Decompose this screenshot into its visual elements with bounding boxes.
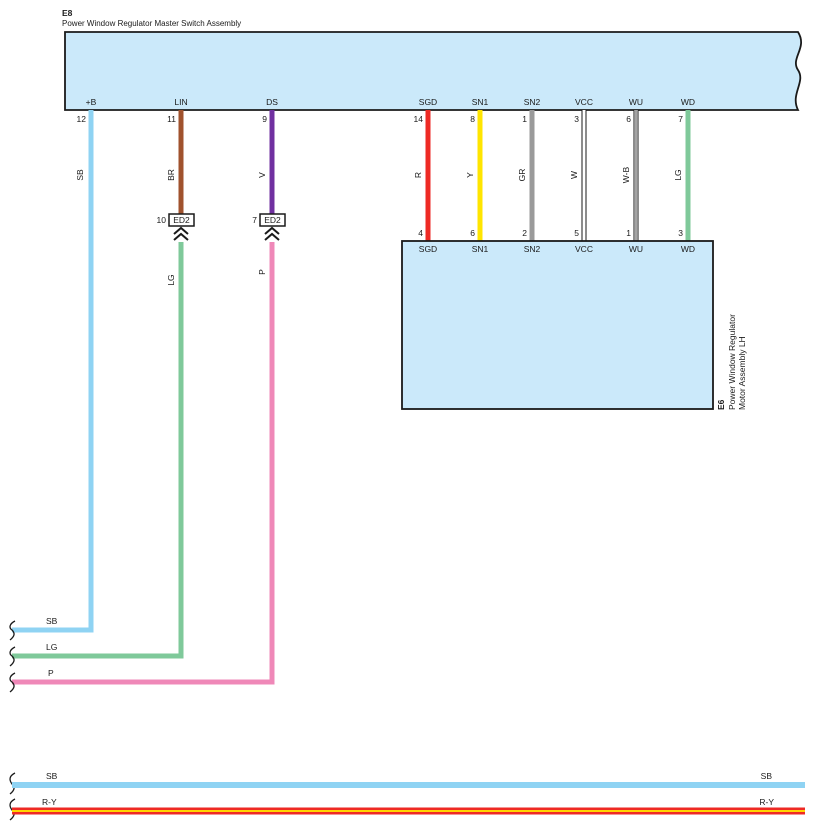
motor-label: E6 Power Window Regulator Motor Assembly…: [716, 314, 747, 410]
bottom-line-code-left: SB: [46, 771, 58, 781]
master-switch-name: Power Window Regulator Master Switch Ass…: [62, 19, 241, 28]
connector-code: ED2: [264, 215, 281, 225]
motor-box: [401, 240, 714, 410]
bottom-line-code-right: SB: [761, 771, 773, 781]
terminal-label: SN1: [472, 97, 489, 107]
wire-code: R: [413, 172, 423, 178]
terminal-label: SGD: [419, 244, 437, 254]
wire-code: W: [569, 171, 579, 179]
wire-code: GR: [517, 169, 527, 182]
wire-sb: [12, 110, 94, 633]
wire-color-codes-upper: SB BR V R Y GR W W-B LG: [75, 166, 683, 183]
pin-number: 2: [522, 228, 527, 238]
motor-name-line1: Power Window Regulator: [727, 314, 737, 410]
bottom-line-code-left: R-Y: [42, 797, 57, 807]
wire-code: V: [257, 172, 267, 178]
terminal-label: SGD: [419, 97, 437, 107]
terminal-label: WD: [681, 244, 695, 254]
pin-number: 1: [626, 228, 631, 238]
connector-code: ED2: [173, 215, 190, 225]
master-switch-terminals: +B LIN DS SGD SN1 SN2 VCC WU WD: [86, 97, 695, 107]
pin-number: 3: [574, 114, 579, 124]
pin-number: 3: [678, 228, 683, 238]
master-switch-code: E8: [62, 8, 73, 18]
terminal-label: SN2: [524, 244, 541, 254]
motor-terminals: SGD SN1 SN2 VCC WU WD: [419, 244, 695, 254]
terminal-label: VCC: [575, 244, 593, 254]
terminal-label: WU: [629, 97, 643, 107]
pin-number: 1: [522, 114, 527, 124]
connector-ed2-left: 10 ED2: [157, 213, 195, 241]
pin-number: 8: [470, 114, 475, 124]
pin-number: 14: [414, 114, 424, 124]
motor-name-line2: Motor Assembly LH: [737, 336, 747, 410]
pin-number: 4: [418, 228, 423, 238]
wire-end-code: SB: [46, 616, 58, 626]
wire-color-codes-lower: LG P: [166, 269, 267, 286]
pin-number: 5: [574, 228, 579, 238]
terminal-label: SN1: [472, 244, 489, 254]
connector-pin: 7: [252, 215, 257, 225]
wire-end-code: LG: [46, 642, 57, 652]
pin-number: 12: [77, 114, 87, 124]
terminal-label: VCC: [575, 97, 593, 107]
wire-code: LG: [673, 169, 683, 180]
connector-ed2-right: 7 ED2: [252, 213, 286, 241]
wire-code: BR: [166, 169, 176, 181]
pin-number: 6: [626, 114, 631, 124]
wire-code: LG: [166, 274, 176, 285]
wire-code: P: [257, 269, 267, 275]
motor-pins: 4 6 2 5 1 3: [418, 228, 683, 238]
terminal-label: LIN: [174, 97, 187, 107]
pin-number: 6: [470, 228, 475, 238]
master-switch-pins: 12 11 9 14 8 1 3 6 7: [77, 114, 684, 124]
wire-p: [12, 242, 275, 685]
terminal-label: WD: [681, 97, 695, 107]
terminal-label: +B: [86, 97, 97, 107]
wire-code: SB: [75, 169, 85, 181]
pin-number: 11: [167, 114, 176, 124]
bottom-line-code-right: R-Y: [759, 797, 774, 807]
terminal-label: DS: [266, 97, 278, 107]
wire-end-code: P: [48, 668, 54, 678]
bottom-line-labels: SB SB R-Y R-Y: [42, 771, 774, 807]
terminal-label: WU: [629, 244, 643, 254]
wire-code: W-B: [621, 166, 631, 183]
wire-end-labels: SB LG P: [46, 616, 58, 678]
wire-lg-lower: [12, 242, 184, 659]
connector-pin: 10: [157, 215, 167, 225]
terminal-label: SN2: [524, 97, 541, 107]
master-switch-box: [64, 31, 802, 111]
motor-code: E6: [716, 399, 726, 410]
pin-number: 9: [262, 114, 267, 124]
wire-code: Y: [465, 172, 475, 178]
wire-break-marks: [9, 620, 16, 821]
pin-number: 7: [678, 114, 683, 124]
